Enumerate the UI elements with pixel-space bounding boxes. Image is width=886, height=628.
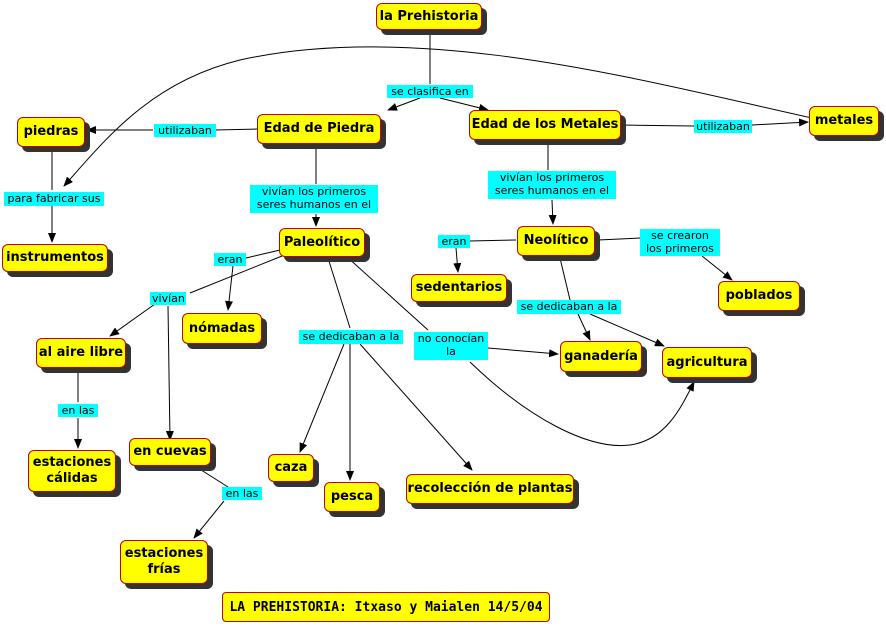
link-eran-paleolitico: eran xyxy=(214,253,246,266)
concept-edad-de-los-metales[interactable]: Edad de los Metales xyxy=(469,110,621,140)
concept-edad-de-piedra[interactable]: Edad de Piedra xyxy=(257,114,381,144)
concept-recoleccion-de-plantas[interactable]: recolección de plantas xyxy=(406,474,574,504)
link-vivian-primeros-piedra: vivían los primeros seres humanos en el xyxy=(250,185,378,213)
concept-estaciones-calidas[interactable]: estaciones cálidas xyxy=(28,450,116,492)
link-utilizaban-piedras: utilizaban xyxy=(154,124,216,137)
concept-instrumentos[interactable]: instrumentos xyxy=(2,244,108,272)
concept-sedentarios[interactable]: sedentarios xyxy=(411,274,507,302)
link-se-clasifica-en: se clasifica en xyxy=(387,85,473,98)
link-se-dedicaban-paleolitico: se dedicaban a la xyxy=(299,330,403,344)
link-vivian: vivían xyxy=(150,292,186,305)
link-se-crearon-los-primeros: se crearon los primeros xyxy=(640,229,720,256)
footer-title: LA PREHISTORIA: Itxaso y Maialen 14/5/04 xyxy=(222,592,550,622)
link-en-las-calidas: en las xyxy=(58,404,98,417)
concept-nomadas[interactable]: nómadas xyxy=(182,313,262,344)
concept-paleolitico[interactable]: Paleolítico xyxy=(279,228,365,257)
concept-al-aire-libre[interactable]: al aire libre xyxy=(36,338,126,368)
link-utilizaban-metales: utilizaban xyxy=(694,120,752,133)
concept-metales[interactable]: metales xyxy=(809,106,879,136)
concept-en-cuevas[interactable]: en cuevas xyxy=(129,438,211,466)
concept-neolitico[interactable]: Neolítico xyxy=(517,226,595,256)
concept-piedras[interactable]: piedras xyxy=(17,117,85,147)
link-en-las-frias: en las xyxy=(222,487,262,500)
concept-pesca[interactable]: pesca xyxy=(324,482,380,512)
concept-la-prehistoria[interactable]: la Prehistoria xyxy=(376,3,482,30)
concept-estaciones-frias[interactable]: estaciones frías xyxy=(120,540,208,584)
concept-agricultura[interactable]: agricultura xyxy=(662,347,752,378)
concept-caza[interactable]: caza xyxy=(268,454,314,482)
concept-poblados[interactable]: poblados xyxy=(718,281,800,311)
concept-ganaderia[interactable]: ganadería xyxy=(560,341,642,372)
link-eran-neolitico: eran xyxy=(438,235,470,248)
link-no-conocian-la: no conocían la xyxy=(414,332,488,360)
link-se-dedicaban-neolitico: se dedicaban a la xyxy=(517,300,621,314)
link-vivian-primeros-metales: vivían los primeros seres humanos en el xyxy=(488,171,616,199)
link-para-fabricar-sus: para fabricar sus xyxy=(4,192,104,206)
